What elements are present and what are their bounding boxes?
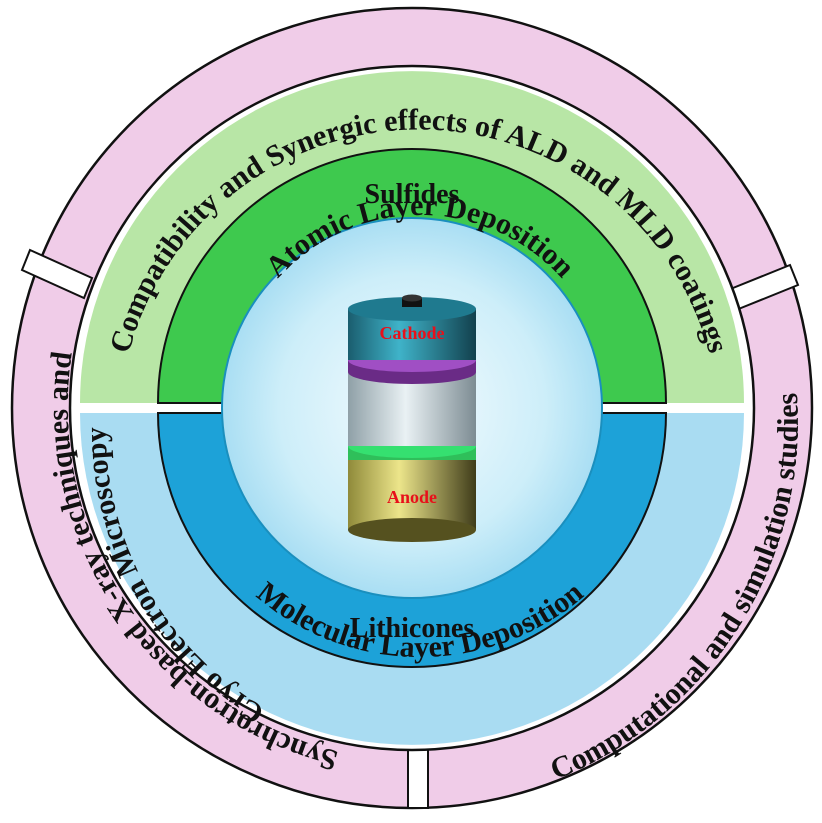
- outer-ring-gap: [20, 248, 800, 809]
- battery-icon: Cathode Anode: [348, 294, 476, 542]
- sulfides-label: Sulfides: [365, 179, 460, 210]
- cathode-label: Cathode: [379, 323, 444, 343]
- anode-label: Anode: [387, 487, 437, 507]
- lithicones-label: Lithicones: [350, 613, 475, 644]
